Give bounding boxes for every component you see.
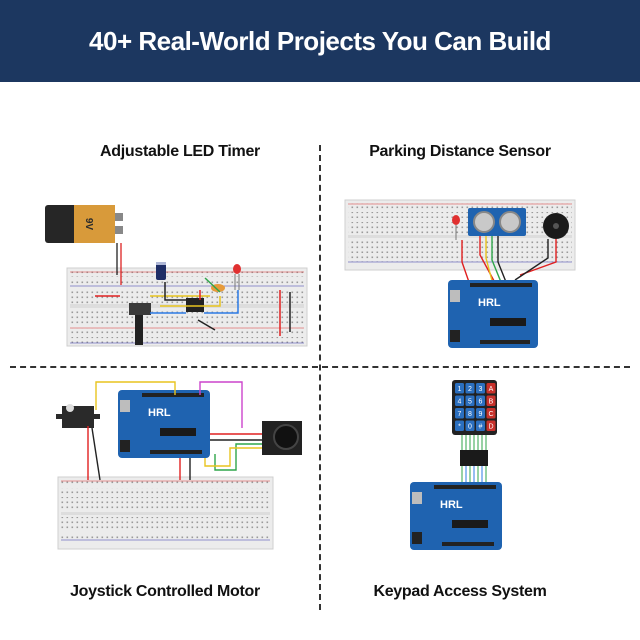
keypad-key: [455, 383, 464, 394]
keypad-key-label: 8: [468, 411, 472, 418]
led-red: [233, 264, 241, 290]
keypad-key-label: 1: [458, 386, 462, 393]
arduino-board: HRL: [448, 280, 538, 348]
keypad-key-label: B: [489, 399, 494, 406]
timer-ic: [186, 298, 204, 312]
keypad-connector: [460, 450, 488, 466]
keypad-key-label: C: [488, 411, 493, 418]
led-timer-circuit: 9V: [45, 205, 308, 347]
keypad-key: [476, 395, 485, 406]
capacitor: [156, 262, 166, 280]
board-logo: HRL: [148, 407, 171, 419]
jumper-wires: [95, 277, 291, 336]
keypad-key-label: 0: [468, 424, 472, 431]
keypad-ribbon-wires: [461, 435, 487, 484]
keypad-key-label: #: [479, 424, 483, 431]
keypad-key: [465, 408, 475, 419]
keypad-key: [476, 383, 485, 394]
project-title-led-timer: Adjustable LED Timer: [100, 143, 260, 160]
board-logo: HRL: [440, 499, 463, 511]
keypad-key: [455, 420, 464, 431]
jumper-wires: [87, 381, 262, 481]
keypad-key-label: A: [489, 386, 494, 393]
battery-9v: 9V: [45, 205, 123, 243]
joystick-module: [262, 421, 302, 455]
keypad-key: [455, 395, 464, 406]
arduino-board: HRL: [410, 482, 502, 550]
joystick-motor-circuit: HRL: [56, 381, 302, 550]
header-banner: 40+ Real-World Projects You Can Build: [0, 0, 640, 82]
keypad-key: [476, 420, 485, 431]
keypad-key: [455, 408, 464, 419]
arduino-board: HRL: [118, 390, 210, 458]
keypad-key-label: 3: [479, 386, 483, 393]
keypad-key: [465, 383, 475, 394]
keypad-key-label: 2: [468, 386, 472, 393]
vertical-divider: [319, 145, 321, 610]
parking-sensor-circuit: HRL: [344, 199, 576, 348]
keypad-key: [486, 408, 496, 419]
horizontal-divider: [10, 366, 630, 368]
breadboard: [57, 476, 274, 550]
project-title-parking-sensor: Parking Distance Sensor: [369, 143, 551, 160]
keypad-key-label: *: [458, 424, 461, 431]
jumper-wires: [461, 236, 557, 293]
keypad-key: [476, 408, 485, 419]
ultrasonic-sensor: [468, 208, 526, 236]
keypad-key: [465, 395, 475, 406]
keypad-key-label: 9: [479, 411, 483, 418]
project-title-joystick-motor: Joystick Controlled Motor: [70, 583, 260, 600]
breadboard: [344, 199, 576, 271]
keypad-key-label: 6: [479, 399, 483, 406]
buzzer: [543, 213, 569, 239]
keypad-key: [465, 420, 475, 431]
servo-motor: [56, 404, 100, 428]
keypad-key: [486, 420, 496, 431]
page-title: 40+ Real-World Projects You Can Build: [89, 25, 551, 56]
battery-label: 9V: [83, 218, 94, 231]
keypad-key: [486, 395, 496, 406]
project-title-keypad-system: Keypad Access System: [373, 583, 547, 600]
keypad-key-label: 5: [468, 399, 472, 406]
led-red: [452, 215, 460, 240]
keypad-key-label: 7: [458, 411, 462, 418]
keypad-key-label: D: [488, 424, 493, 431]
board-logo: HRL: [478, 297, 501, 309]
keypad-key-label: 4: [458, 399, 462, 406]
potentiometer: [129, 303, 151, 345]
keypad-key: [486, 383, 496, 394]
